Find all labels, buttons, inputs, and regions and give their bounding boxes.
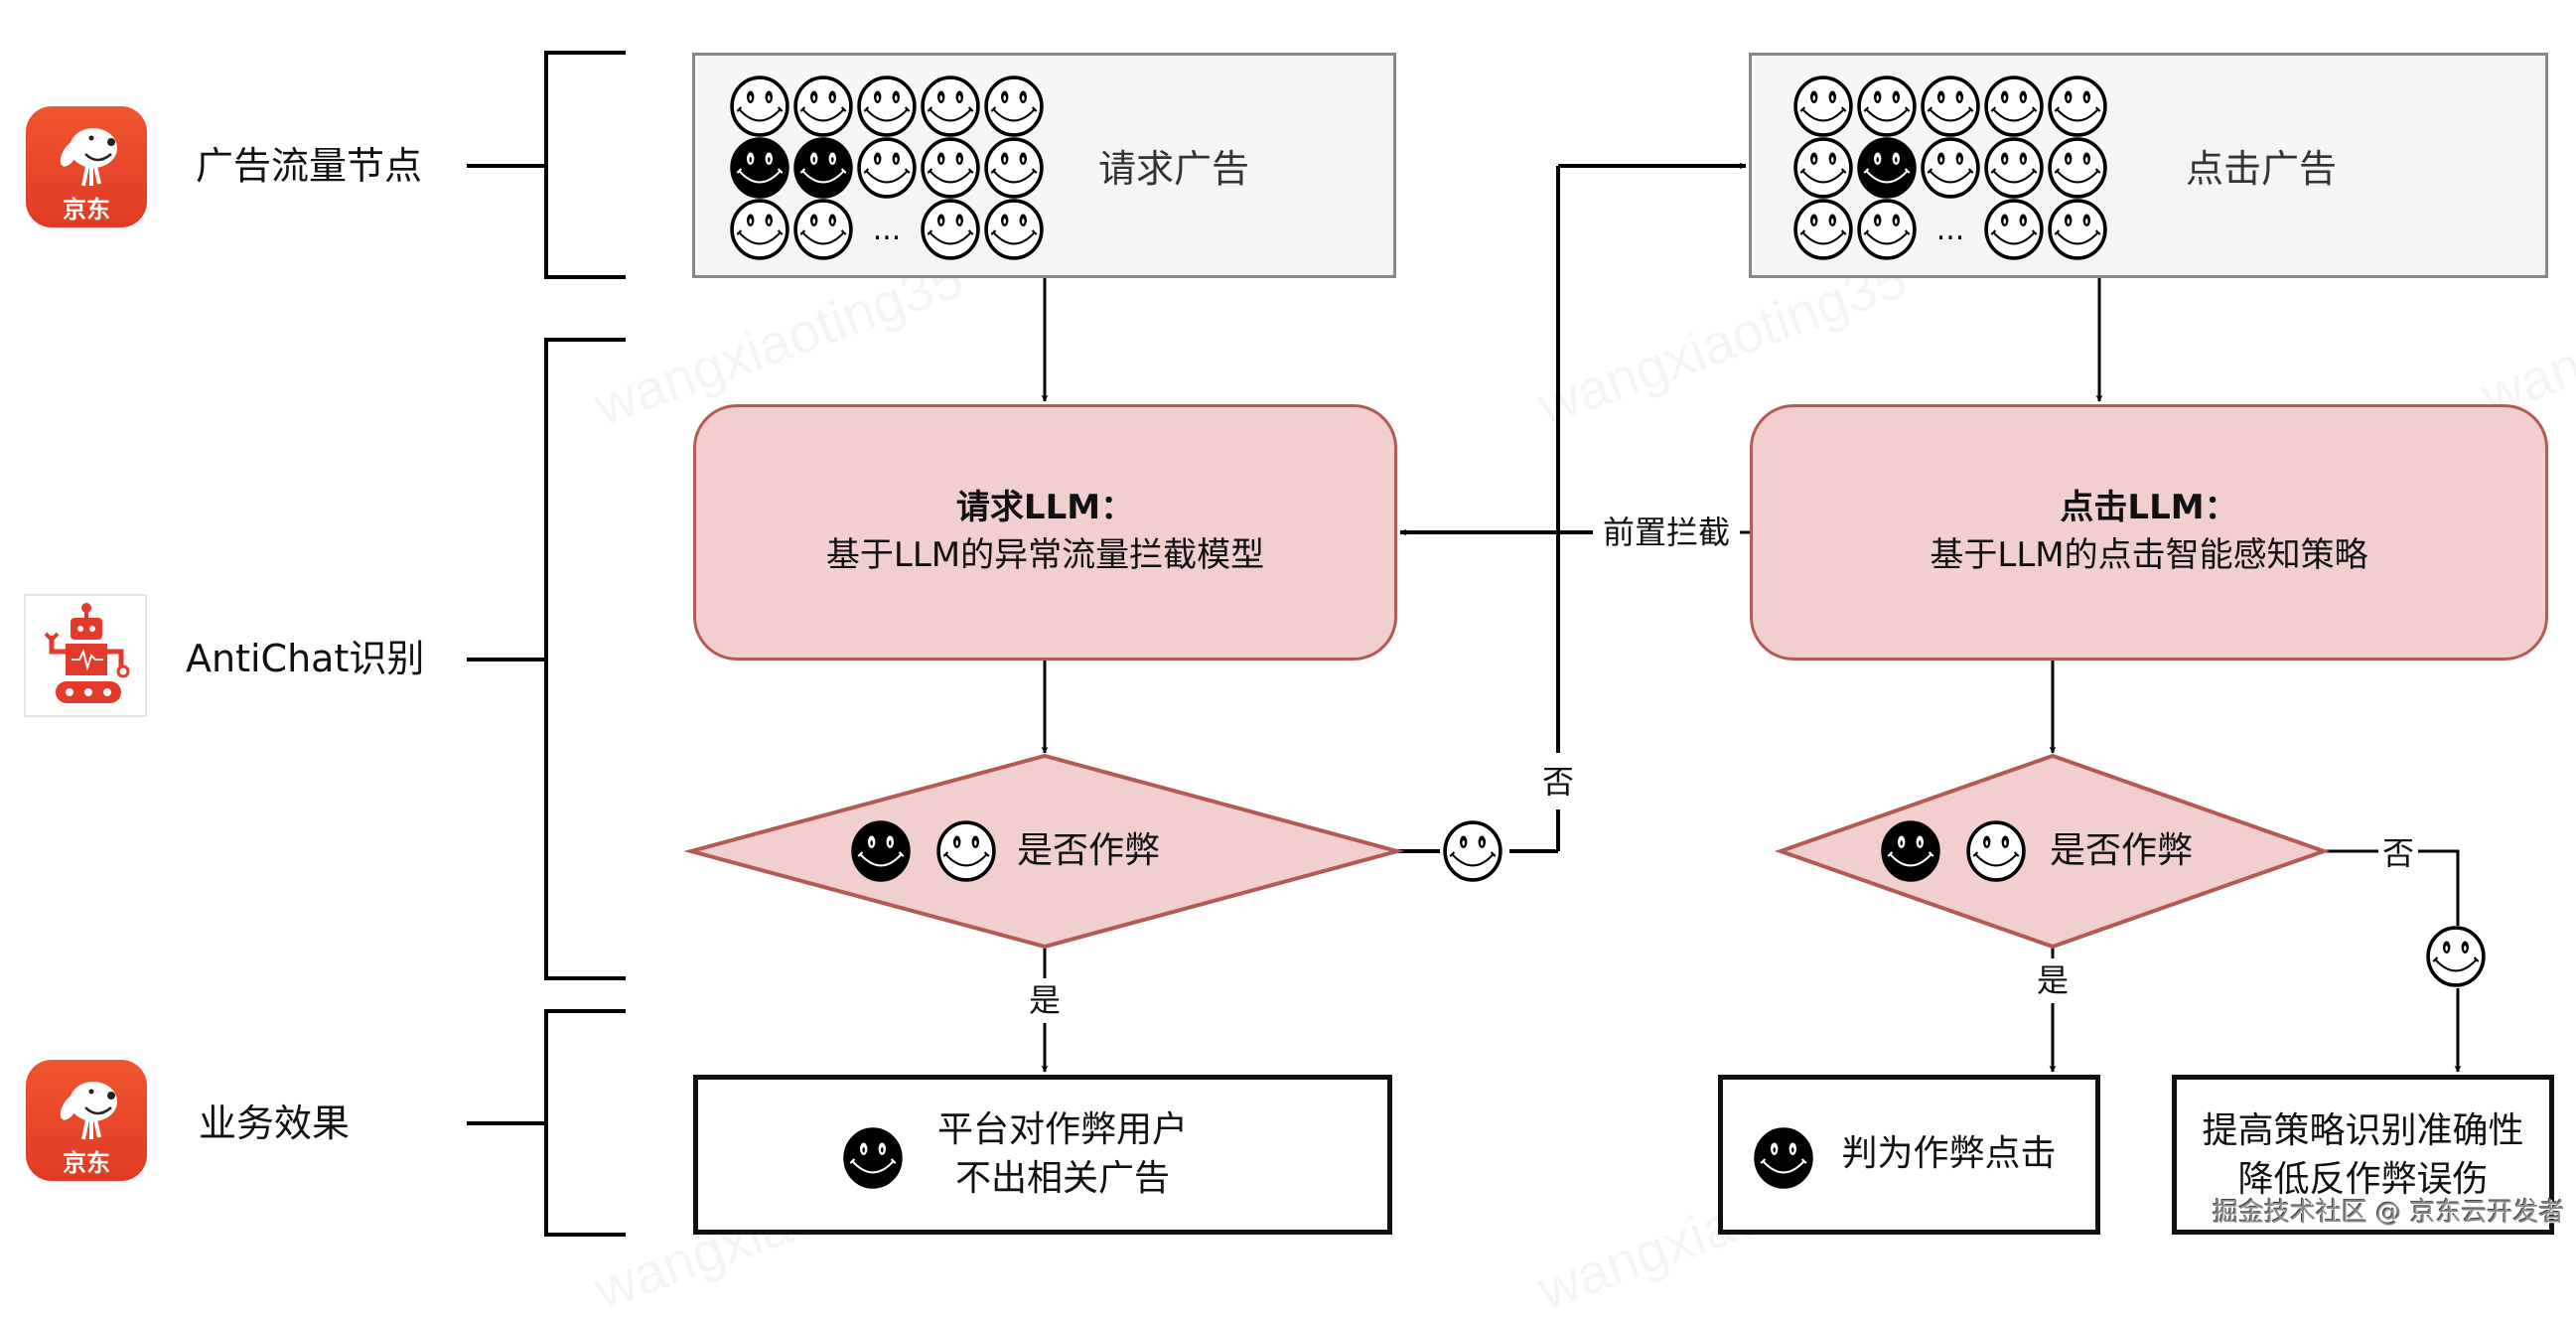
normal-smiley-icon <box>1855 199 1919 264</box>
footer-watermark: 掘金技术社区 @ 京东云开发者 <box>2213 1198 2565 1228</box>
jd-logo-icon: 京东 <box>26 106 147 227</box>
normal-smiley-icon <box>1919 75 1982 141</box>
request-ad-box: ... 请求广告 <box>692 53 1396 278</box>
cheater-smiley-icon <box>1753 1127 1814 1203</box>
cheater-smiley-icon <box>1880 820 1941 886</box>
normal-smiley-icon <box>1982 75 2046 141</box>
normal-smiley-icon <box>1919 137 1982 203</box>
line-click-no-2 <box>2418 849 2460 926</box>
ellipsis-text: ... <box>872 212 902 247</box>
normal-smiley-icon <box>728 199 791 264</box>
normal-smiley-icon <box>919 75 982 141</box>
normal-smiley-icon <box>1791 75 1855 141</box>
ellipsis-text: ... <box>1935 212 1965 247</box>
bracket-antichat <box>467 338 626 980</box>
outcome-fraud-click-text: 判为作弊点击 <box>1841 1133 2057 1175</box>
click-llm-subtitle: 基于LLM的点击智能感知策略 <box>1930 535 2368 575</box>
request-decision-label: 是否作弊 <box>1017 830 1161 871</box>
normal-smiley-icon <box>1791 199 1855 264</box>
normal-smiley-icon <box>1982 137 2046 203</box>
request-llm-title: 请求LLM： <box>955 488 1135 528</box>
cheater-smiley-icon <box>1855 137 1919 203</box>
outcome-improve-line2: 降低反作弊误伤 <box>2237 1158 2489 1200</box>
normal-smiley-icon <box>791 199 855 264</box>
cheater-smiley-icon <box>850 820 912 886</box>
bracket-effect <box>467 1009 626 1237</box>
decision-diamond-request <box>683 753 1405 950</box>
normal-smiley-icon <box>2046 199 2109 264</box>
outcome-improve-line1: 提高策略识别准确性 <box>2202 1110 2524 1151</box>
cheater-smiley-icon <box>842 1127 904 1203</box>
lane-label-business-effect: 业务效果 <box>199 1102 351 1145</box>
robot-icon <box>24 594 147 717</box>
lane-label-traffic-node: 广告流量节点 <box>196 144 423 188</box>
request-ad-label: 请求广告 <box>1098 147 1250 191</box>
click-llm-title: 点击LLM： <box>2060 488 2238 528</box>
normal-smiley-icon <box>791 75 855 141</box>
outcome-improve-box: 提高策略识别准确性 降低反作弊误伤 <box>2172 1075 2554 1235</box>
normal-smiley-icon <box>1965 820 2027 886</box>
click-ad-box: ... 点击广告 <box>1749 53 2548 278</box>
normal-smiley-icon <box>1791 137 1855 203</box>
outcome-fraud-click-box: 判为作弊点击 <box>1718 1075 2100 1235</box>
normal-smiley-icon <box>982 199 1046 264</box>
normal-smiley-icon <box>935 820 997 886</box>
outcome-block-line1: 平台对作弊用户 <box>936 1108 1188 1150</box>
cheater-smiley-icon <box>791 137 855 203</box>
lane-label-antichat: AntiChat识别 <box>186 637 425 680</box>
click-ad-label: 点击广告 <box>2186 147 2338 191</box>
normal-smiley-icon <box>919 137 982 203</box>
request-no-label: 否 <box>1539 763 1577 801</box>
request-llm-subtitle: 基于LLM的异常流量拦截模型 <box>825 535 1265 575</box>
normal-smiley-icon <box>2046 137 2109 203</box>
normal-smiley-icon <box>855 75 919 141</box>
outcome-block-line2: 不出相关广告 <box>954 1157 1170 1199</box>
cheater-smiley-icon <box>728 137 791 203</box>
normal-smiley-icon <box>919 199 982 264</box>
normal-smiley-icon <box>1982 199 2046 264</box>
normal-smiley-icon <box>2046 75 2109 141</box>
normal-smiley-icon <box>728 75 791 141</box>
click-no-label: 否 <box>2379 834 2417 872</box>
diagram-canvas: wangxiaoting35 wangxiaoting35 wangxiaoti… <box>24 51 2576 1321</box>
normal-smiley-icon <box>1855 75 1919 141</box>
jd-logo-text: 京东 <box>63 1149 110 1177</box>
connectors-layer <box>467 51 2462 1237</box>
click-decision-label: 是否作弊 <box>2050 830 2194 871</box>
normal-smiley-icon <box>2425 926 2487 991</box>
jd-logo-text: 京东 <box>63 196 110 223</box>
click-llm-box: 点击LLM： 基于LLM的点击智能感知策略 <box>1750 404 2548 661</box>
request-llm-box: 请求LLM： 基于LLM的异常流量拦截模型 <box>693 404 1397 661</box>
bracket-traffic <box>467 51 626 279</box>
jd-logo-icon: 京东 <box>26 1060 147 1181</box>
normal-smiley-icon <box>1442 820 1503 886</box>
decision-diamond-click <box>1774 753 2331 950</box>
normal-smiley-icon <box>855 137 919 203</box>
outcome-block-ads-box: 平台对作弊用户 不出相关广告 <box>693 1075 1392 1235</box>
normal-smiley-icon <box>982 75 1046 141</box>
pre-intercept-label: 前置拦截 <box>1600 514 1733 551</box>
normal-smiley-icon <box>982 137 1046 203</box>
request-yes-label: 是 <box>1026 981 1064 1019</box>
click-yes-label: 是 <box>2034 961 2072 999</box>
